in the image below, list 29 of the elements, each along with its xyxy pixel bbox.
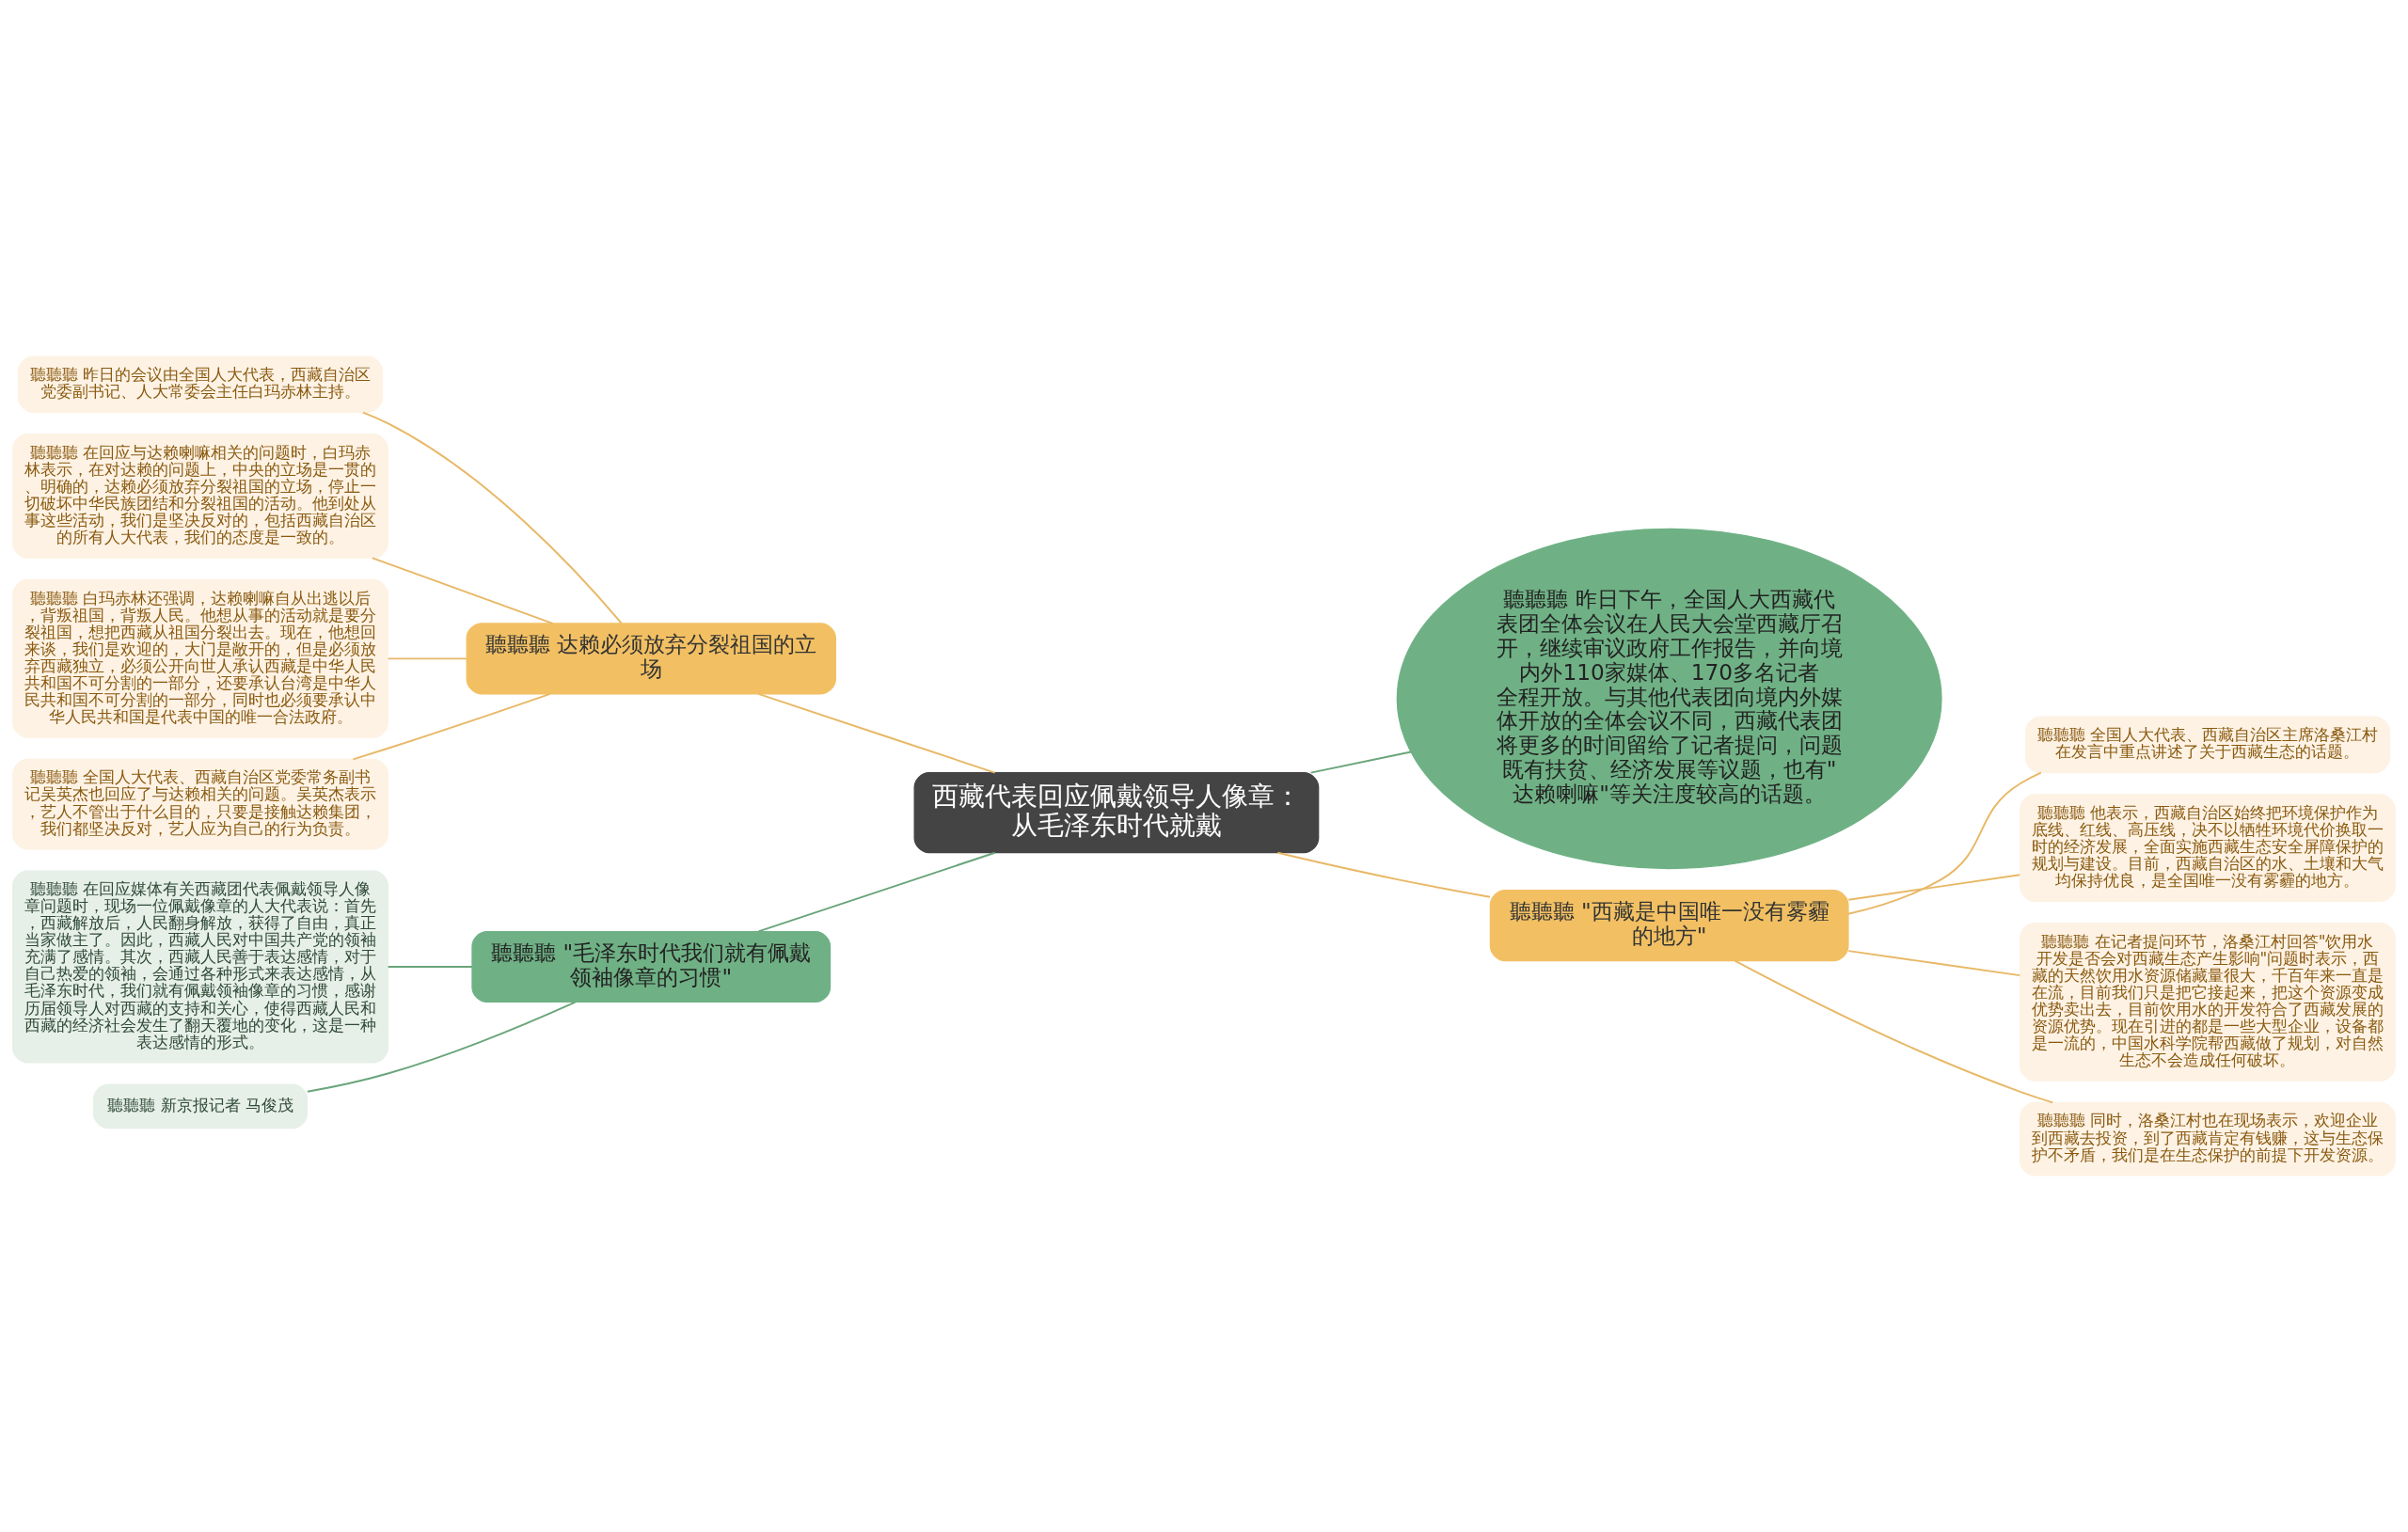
node-box: 聽聽聽 在记者提问环节，洛桑江村回答"饮用水开发是否会对西藏生态产生影响"问题时表示，西藏的天然饮用水资源储藏量很大，千百年来一直是在流，目前我们只是把它接起来，把这个资源变成优势卖出去，目前饮用水的开发符合了西藏发展的资源优势。现在引进的都是一些大型企业，设备都是一流的，中国水科学院帮西藏做了规划，对自然生态不会造成任何破坏。 <box>2020 922 2396 1082</box>
node-box: 聽聽聽 白玛赤林还强调，达赖喇嘛自从出逃以后，背叛祖国，背叛人民。他想从事的活动就是要分裂祖国，想把西藏从祖国分裂出去。现在，他想回来谈，我们是欢迎的，大门是敞开的，但是必须放弃西藏独立，必须公开向世人承认西藏是中华人民共和国不可分割的一部分，还要承认台湾是中华人民共和国不可分割的一部分，同时也必须要承认中华人民共和国是代表中国的唯一合法政府。 <box>12 578 388 738</box>
node-box: 聽聽聽 全国人大代表、西藏自治区主席洛桑江村在发言中重点讲述了关于西藏生态的话题。 <box>2024 716 2391 774</box>
node-box: 聽聽聽 "西藏是中国唯一没有雾霾的地方" <box>1489 890 1849 962</box>
connector <box>387 966 473 968</box>
connector <box>306 1001 577 1093</box>
node-box: 聽聽聽 他表示，西藏自治区始终把环境保护作为底线、红线、高压线，决不以牺牲环境代价换取一时的经济发展，全面实施西藏生态安全屏障保护的规划与建设。目前，西藏自治区的水、土壤和大气均保持优良，是全国唯一没有雾霾的地方。 <box>2020 794 2396 902</box>
node-ellipse: 聽聽聽 昨日下午，全国人大西藏代表团全体会议在人民大会堂西藏厅召开，继续审议政府工作报告，并向境内外110家媒体、170多名记者全程开放。与其他代表团向境内外媒体开放的全体会议不同，西藏代表团将更多的时间留给了记者提问，问题既有扶贫、经济发展等议题，也有"达赖喇嘛"等关注度较高的话题。 <box>1396 528 1942 870</box>
node-box: 聽聽聽 同时，洛桑江村也在现场表示，欢迎企业到西藏去投资，到了西藏肯定有钱赚，这与生态保护不矛盾，我们是在生态保护的前提下开发资源。 <box>2020 1101 2396 1177</box>
connector <box>352 692 551 761</box>
node-box: 聽聽聽 在回应与达赖喇嘛相关的问题时，白玛赤林表示，在对达赖的问题上，中央的立场是一贯的、明确的，达赖必须放弃分裂祖国的立场，停止一切破坏中华民族团结和分裂祖国的活动。他到处从事这些活动，我们是坚决反对的，包括西藏自治区的所有人大代表，我们的态度是一致的。 <box>12 434 388 559</box>
node-box: 聽聽聽 "毛泽东时代我们就有佩戴领袖像章的习惯" <box>471 930 832 1003</box>
connector <box>757 692 996 774</box>
connector <box>371 557 554 624</box>
connector <box>387 657 468 660</box>
connector <box>1309 750 1413 774</box>
connector <box>757 851 996 933</box>
node-box: 聽聽聽 新京报记者 马俊茂 <box>92 1083 309 1129</box>
connector <box>1276 851 1492 898</box>
node-box: 聽聽聽 在回应媒体有关西藏团代表佩戴领导人像章问题时，现场一位佩戴像章的人大代表说：首先，西藏解放后，人民翻身解放，获得了自由，真正当家做主了。因此，西藏人民对中国共产党的领袖充满了感情。其次，西藏人民善于表达感情，对于自己热爱的领袖，会通过各种形式来表达感情，从毛泽东时代，我们就有佩戴领袖像章的习惯，感谢历届领导人对西藏的支持和关心，使得西藏人民和西藏的经济社会发生了翻天覆地的变化，这是一种表达感情的形式。 <box>12 870 388 1064</box>
connector <box>1847 874 2021 901</box>
node-box: 聽聽聽 昨日的会议由全国人大代表，西藏自治区党委副书记、人大常委会主任白玛赤林主持。 <box>17 355 384 414</box>
node-box: 聽聽聽 达赖必须放弃分裂祖国的立场 <box>466 623 836 695</box>
connector <box>1734 959 2054 1104</box>
node-box: 西藏代表回应佩戴领导人像章：从毛泽东时代就戴 <box>913 771 1320 854</box>
connector <box>1847 771 2042 915</box>
node-box: 聽聽聽 全国人大代表、西藏自治区党委常务副书记吴英杰也回应了与达赖相关的问题。吴英杰表示，艺人不管出于什么目的，只要是接触达赖集团，我们都坚决反对，艺人应为自己的行为负责。 <box>12 758 388 850</box>
connector <box>1847 950 2021 977</box>
connector <box>361 411 623 624</box>
